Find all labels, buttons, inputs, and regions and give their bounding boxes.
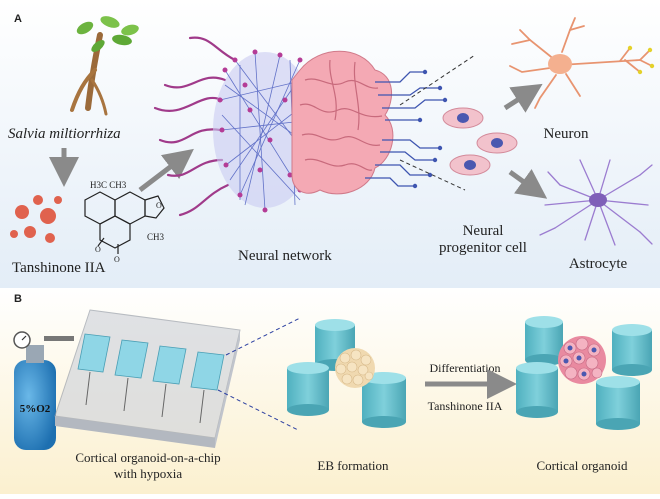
compound-particles — [10, 195, 62, 243]
chem-oxygen-2: O — [95, 245, 101, 254]
chem-oxygen: O — [156, 201, 162, 210]
organoid-label: Cortical organoid — [536, 458, 628, 473]
tanshinone-structure — [84, 191, 165, 254]
neuron-body — [548, 54, 572, 74]
organoid-chip — [54, 309, 241, 448]
zoom-line-bottom — [217, 389, 299, 431]
progenitor-cells — [442, 107, 518, 176]
progenitor-label-1: Neural — [463, 223, 504, 239]
tendrils — [153, 36, 237, 217]
circuit-lines — [365, 71, 445, 187]
panel-b-label: B — [14, 293, 22, 305]
neuron-terminals — [627, 45, 655, 75]
network-label: Neural network — [238, 248, 332, 264]
chip-chamber-highlight — [190, 351, 225, 391]
astrocyte-label: Astrocyte — [569, 256, 628, 272]
organoid-cylinders — [516, 316, 652, 430]
arrow-to-astrocyte — [508, 169, 548, 199]
diff-label: Differentiation — [429, 361, 500, 375]
eb-label: EB formation — [317, 458, 389, 473]
compound-name: Tanshinone IIA — [12, 260, 106, 276]
salvia-plant-icon — [70, 16, 139, 116]
chem-methyl-top: H3C CH3 — [90, 180, 127, 190]
chip-label-2: with hypoxia — [114, 466, 182, 481]
brain-icon — [291, 50, 394, 195]
arrow-compound-to-network — [138, 148, 194, 192]
circuit-nodes — [412, 69, 448, 189]
gas-tank-icon — [13, 331, 74, 450]
eb-sphere — [335, 348, 375, 388]
panel-a-label: A — [14, 13, 22, 25]
plant-name: Salvia miltiorrhiza — [8, 126, 121, 142]
cortical-organoid-sphere — [558, 336, 606, 384]
arrow-to-neuron — [503, 83, 543, 113]
astrocyte-body — [589, 193, 607, 207]
chem-methyl-side: CH3 — [147, 232, 165, 242]
agent-label: Tanshinone IIA — [428, 399, 503, 413]
neuron-label: Neuron — [544, 126, 589, 142]
neuron-icon — [509, 17, 653, 109]
progenitor-label-2: progenitor cell — [439, 240, 527, 256]
dashed-line-top — [399, 54, 476, 106]
chem-oxygen-3: O — [114, 255, 120, 264]
chip-label-1: Cortical organoid-on-a-chip — [75, 450, 220, 465]
gas-label: 5%O2 — [20, 403, 51, 415]
dashed-line-bottom — [399, 159, 466, 191]
